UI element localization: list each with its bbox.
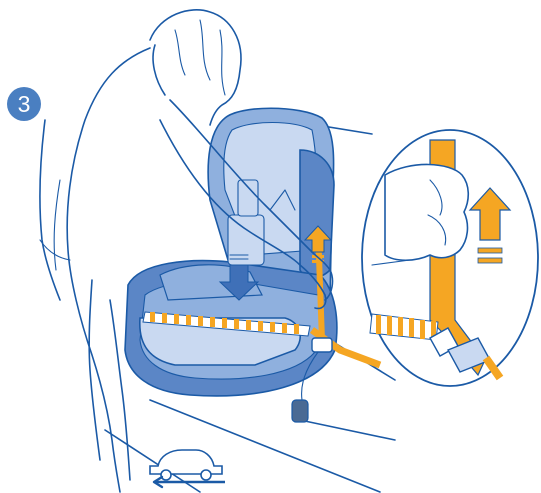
step-badge: 3: [7, 87, 41, 121]
car-direction-icon: [150, 450, 225, 487]
car-seat: [125, 108, 337, 396]
step-number: 3: [18, 91, 31, 117]
detail-zoom-circle: [362, 130, 538, 386]
